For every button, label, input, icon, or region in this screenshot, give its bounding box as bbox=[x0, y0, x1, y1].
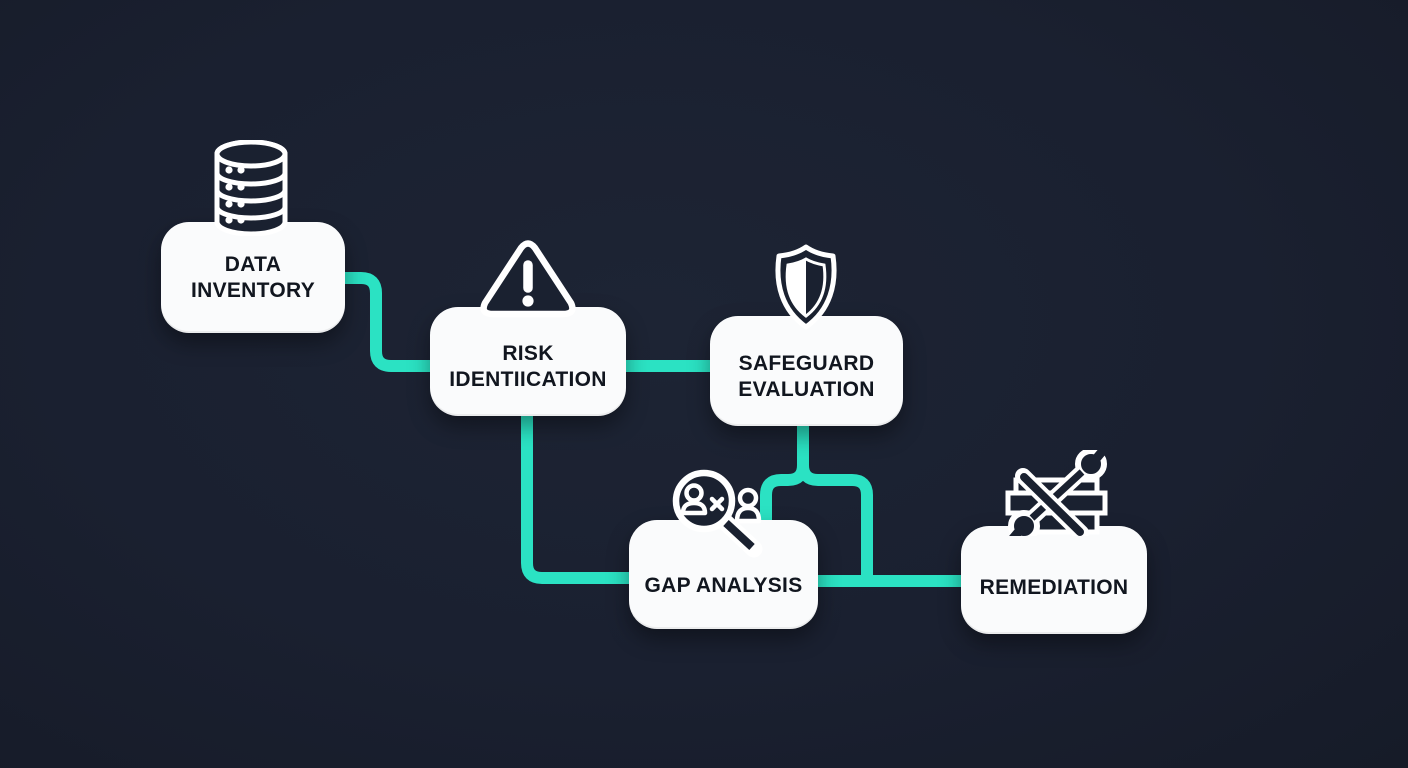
node-gap-analysis: GAP ANALYSIS bbox=[629, 520, 818, 629]
toolbox-icon bbox=[1005, 450, 1110, 536]
edge-safeguard-evaluation-to-remediation bbox=[797, 440, 873, 583]
magnifier-people-icon bbox=[672, 469, 763, 558]
node-label: IDENTIICATION bbox=[449, 367, 607, 391]
node-remediation: REMEDIATION bbox=[961, 526, 1147, 634]
node-risk-identification: RISK IDENTIICATION bbox=[430, 307, 626, 416]
node-data-inventory: DATA INVENTORY bbox=[161, 222, 345, 333]
shield-icon bbox=[775, 244, 837, 330]
node-label: GAP ANALYSIS bbox=[644, 573, 803, 597]
node-label: SAFEGUARD bbox=[738, 352, 875, 375]
node-label: INVENTORY bbox=[190, 278, 316, 302]
warning-triangle-icon bbox=[480, 240, 576, 318]
node-label: RISK bbox=[502, 341, 554, 365]
edge-data-inventory-to-risk-identification bbox=[340, 272, 436, 372]
node-label: REMEDIATION bbox=[979, 576, 1129, 599]
node-safeguard-evaluation: SAFEGUARD EVALUATION bbox=[710, 316, 903, 426]
edge-risk-identification-to-gap-analysis bbox=[521, 412, 634, 584]
database-icon bbox=[214, 140, 288, 236]
node-label: DATA bbox=[224, 252, 282, 276]
node-label: EVALUATION bbox=[738, 378, 875, 401]
